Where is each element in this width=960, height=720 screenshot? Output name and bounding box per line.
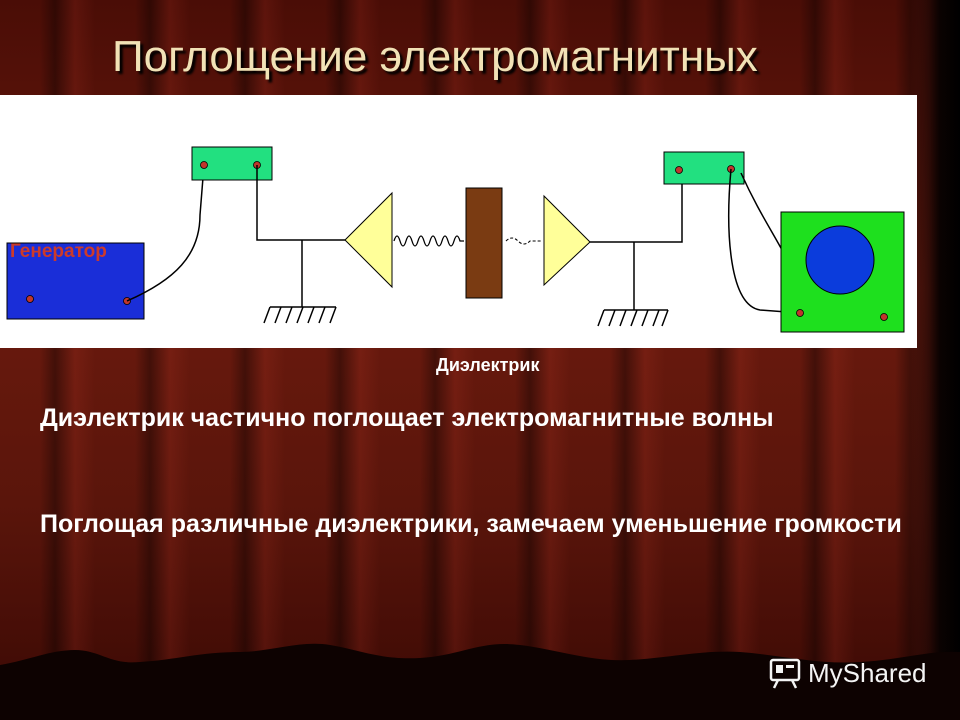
brand-watermark: MyShared	[768, 656, 927, 690]
transmitter-horn	[344, 191, 393, 289]
brand-name: MyShared	[808, 657, 927, 688]
receiver-horn	[543, 194, 591, 287]
receiver-terminal-left	[675, 166, 683, 174]
transmitter-feed-line	[256, 165, 345, 241]
experiment-diagram: Генератор	[0, 95, 917, 348]
incident-wave	[393, 235, 464, 247]
receiver-feed-line	[590, 168, 683, 243]
generator-terminal-left	[26, 295, 34, 303]
attenuated-wave	[505, 237, 542, 245]
curtain-shadow	[910, 0, 960, 720]
transmitter-terminal-left	[200, 161, 208, 169]
generator-box	[6, 242, 145, 320]
transmitter-ground-symbol	[263, 306, 337, 324]
receiver-ground-symbol	[597, 309, 669, 327]
generator-label: Генератор	[10, 241, 107, 262]
oscilloscope-terminal-right	[880, 313, 888, 321]
oscilloscope-terminal-left	[796, 309, 804, 317]
oscilloscope-screen	[805, 225, 875, 295]
slide-title: Поглощение электромагнитных	[112, 32, 758, 81]
generator-cable	[126, 164, 205, 302]
paragraph-volume: Поглощая различные диэлектрики, замечаем…	[40, 510, 902, 538]
paragraph-absorption: Диэлектрик частично поглощает электромаг…	[40, 404, 774, 432]
dielectric-slab	[465, 187, 503, 299]
experiment-drawing	[6, 146, 905, 333]
scope-cable-1	[728, 168, 801, 314]
presentation-board-icon	[769, 658, 801, 689]
dielectric-label: Диэлектрик	[436, 355, 540, 375]
